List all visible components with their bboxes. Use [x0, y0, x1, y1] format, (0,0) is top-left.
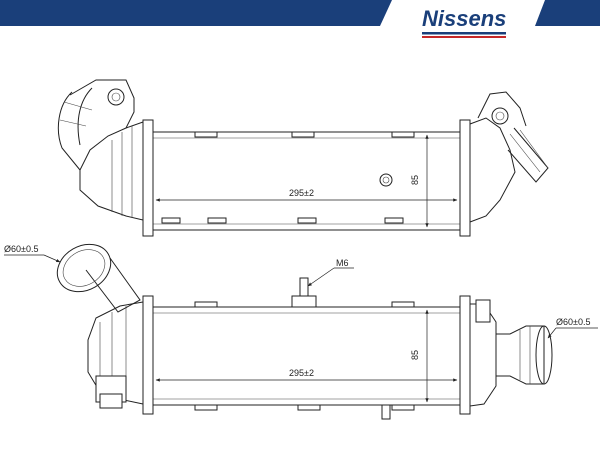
bottom-length-dimension: 295±2 — [289, 368, 314, 378]
top-left-pipe-bracket — [69, 79, 135, 129]
top-right-bolt — [491, 107, 509, 125]
top-right-tank — [469, 117, 516, 223]
top-left-bolt — [107, 88, 125, 106]
logo-underline-red — [422, 36, 506, 38]
bottom-right-end-plate — [459, 295, 471, 415]
bottom-right-pipe — [496, 325, 545, 385]
brand-logo: Nissens — [422, 6, 506, 38]
top-right-pipe — [507, 127, 549, 183]
top-right-end-plate — [459, 119, 471, 237]
header-banner — [0, 0, 600, 26]
bottom-right-bracket — [475, 299, 491, 323]
logo-underline-blue — [422, 32, 506, 35]
bottom-stud — [381, 404, 391, 420]
bottom-left-end-plate — [142, 295, 154, 415]
top-left-tank — [79, 121, 144, 221]
top-left-end-plate — [142, 119, 154, 237]
bottom-view: M6 Ø60±0.5 Ø60±0.5 295±2 85 — [4, 243, 598, 420]
outlet-diameter-label: Ø60±0.5 — [556, 317, 590, 327]
top-right-pipe-bracket — [477, 91, 527, 127]
banner-right-stripe — [535, 0, 600, 26]
bottom-left-pipe — [85, 257, 141, 313]
inlet-diameter-label: Ø60±0.5 — [4, 244, 38, 254]
top-height-dimension: 85 — [410, 175, 420, 185]
bottom-outlet-opening — [535, 325, 553, 385]
thread-size-label: M6 — [336, 258, 349, 268]
m6-stud: M6 — [291, 258, 354, 308]
top-view: 295±2 85 — [57, 79, 549, 237]
brand-name: Nissens — [422, 6, 506, 31]
bottom-height-dimension: 85 — [410, 350, 420, 360]
top-left-pipe — [57, 91, 81, 171]
banner-left-stripe — [0, 0, 392, 26]
bottom-inlet-opening — [56, 243, 112, 293]
top-length-dimension: 295±2 — [289, 188, 314, 198]
sensor-boss — [379, 173, 393, 187]
